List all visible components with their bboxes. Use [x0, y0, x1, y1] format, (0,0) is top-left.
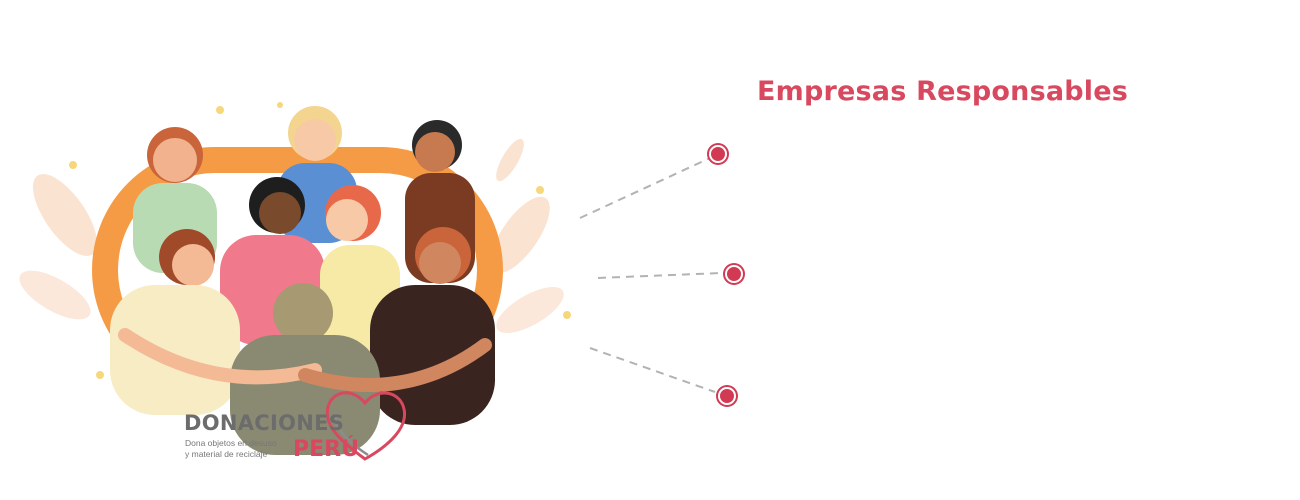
connector-line-3 — [589, 347, 716, 393]
leaf-decoration-icon — [19, 102, 571, 379]
person-icon — [230, 283, 380, 455]
section-title: Empresas Responsables — [757, 76, 1129, 107]
connector-line-1 — [579, 157, 711, 219]
donaciones-peru-logo: DONACIONES Dona objetos en desuso y mate… — [180, 385, 420, 470]
timeline-dot-2[interactable] — [725, 265, 743, 283]
connector-lines — [579, 157, 723, 393]
group-hug-icon — [19, 102, 571, 455]
logo-wordmark: DONACIONES — [184, 411, 345, 435]
timeline-dot-3[interactable] — [718, 387, 736, 405]
heart-icon — [325, 391, 407, 461]
connector-line-2 — [597, 272, 723, 279]
logo-tagline-line2: y material de reciclaje — [185, 449, 268, 459]
person-icon — [370, 227, 495, 425]
logo-tagline-line1: Dona objetos en desuso — [185, 438, 277, 448]
logo-country: PERÚ — [293, 437, 359, 462]
person-icon — [110, 229, 240, 415]
timeline-dot-1[interactable] — [709, 145, 727, 163]
